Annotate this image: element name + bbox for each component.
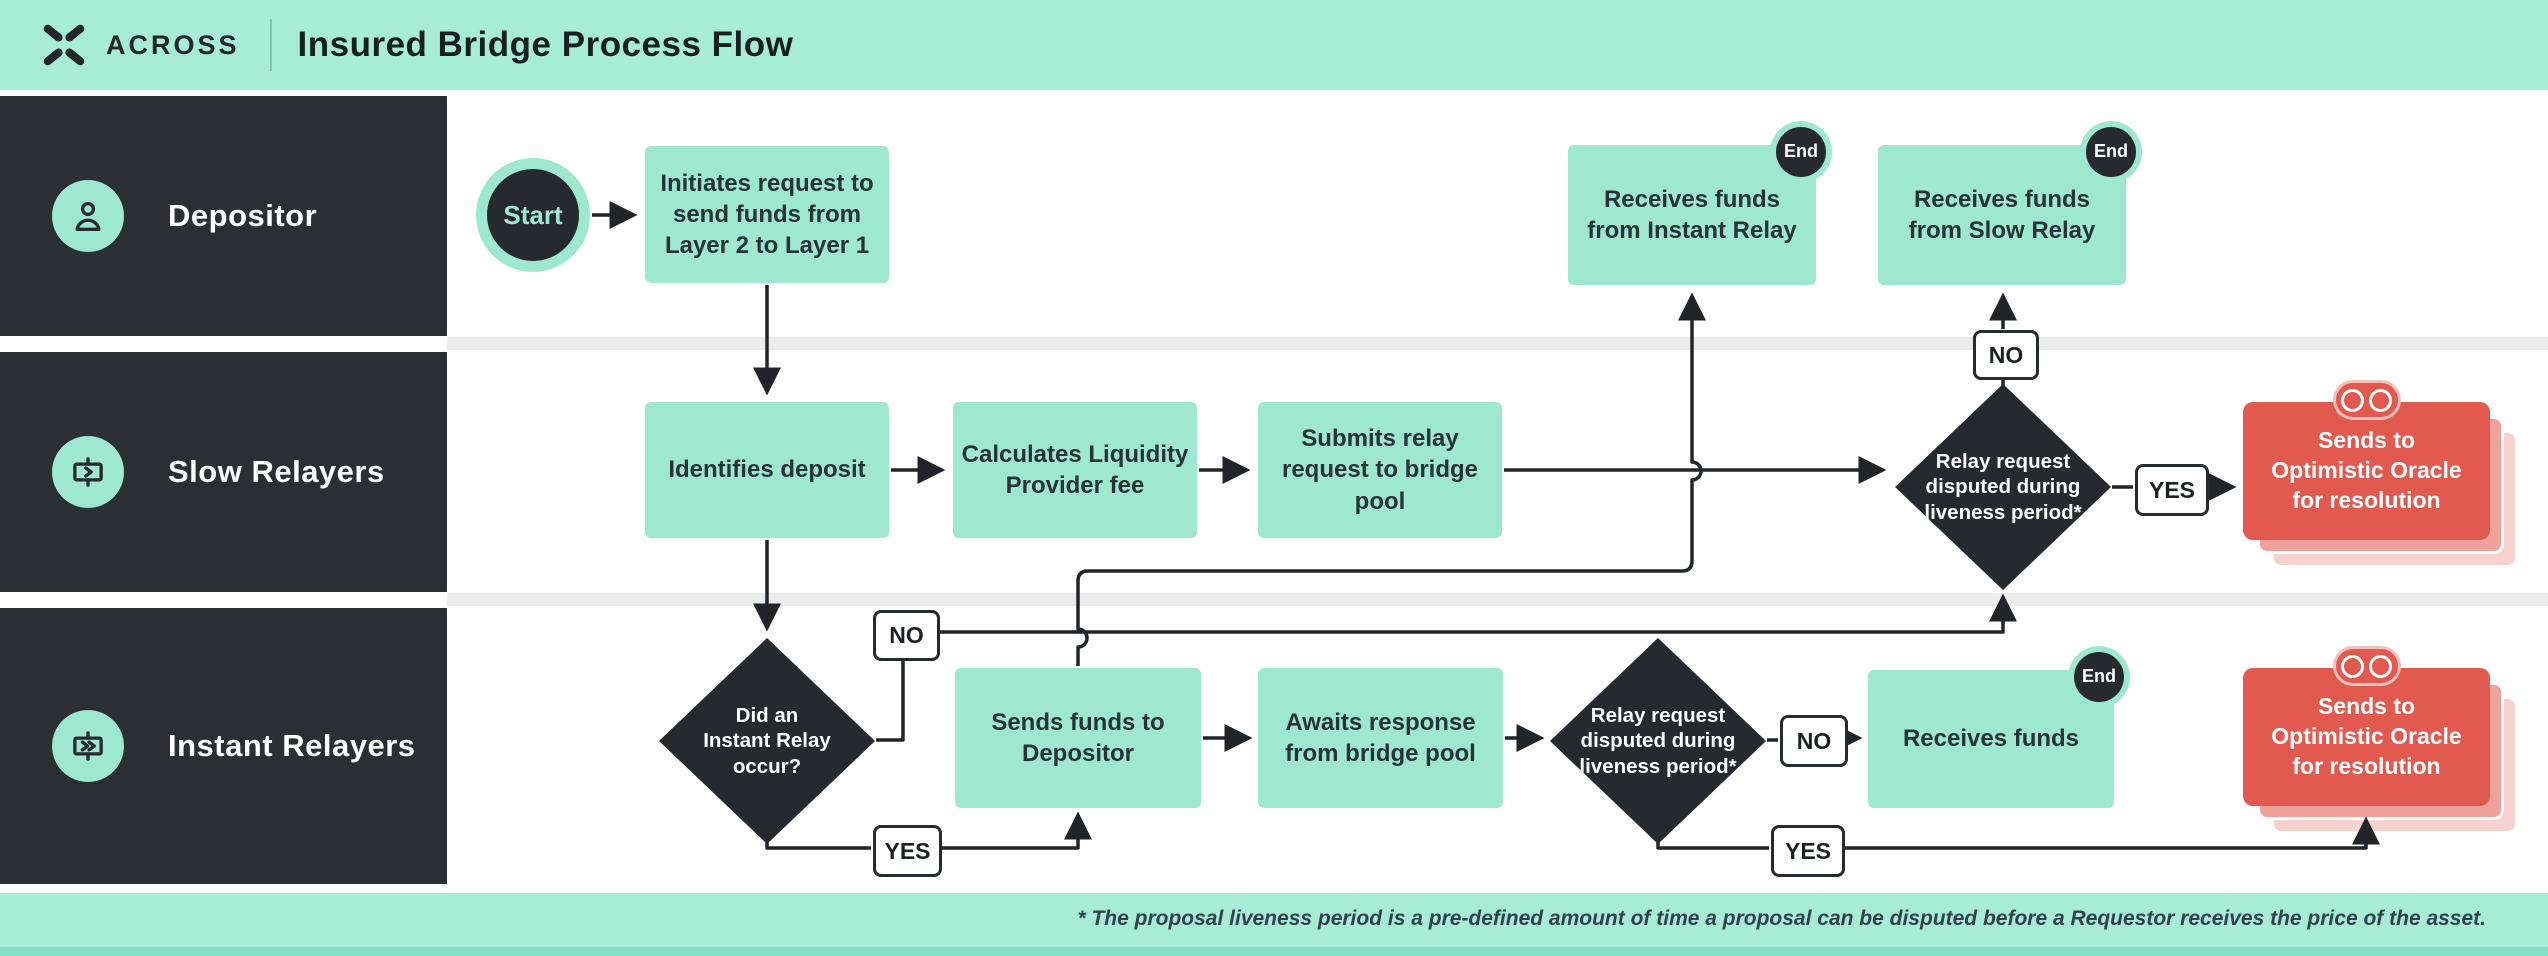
node-identifies-deposit: Identifies deposit [645, 402, 889, 538]
node-initiates-request: Initiates request to send funds from Lay… [645, 146, 889, 283]
node-calculates-fee: Calculates Liquidity Provider fee [953, 402, 1197, 538]
chip-yes-instant-dispute: YES [1771, 825, 1845, 877]
optimistic-oracle-icon [2332, 380, 2401, 420]
node-awaits-response: Awaits response from bridge pool [1258, 668, 1503, 808]
instant-relay-icon [52, 710, 124, 782]
lane-instant-relayers: Instant Relayers [0, 608, 447, 884]
decision-instant-relay-occur: Did an Instant Relay occur? [659, 638, 875, 844]
decision-instant-relay-disputed: Relay request disputed during liveness p… [1550, 638, 1766, 844]
node-label: Receives funds [1902, 725, 2080, 753]
person-icon [52, 180, 124, 252]
lane-slow-relayers: Slow Relayers [0, 352, 447, 592]
optimistic-oracle-icon [2332, 646, 2401, 686]
node-optimistic-oracle-instant: Sends to Optimistic Oracle for resolutio… [2243, 646, 2518, 834]
chip-no-instant-dispute: NO [1780, 715, 1848, 767]
footer-bar [0, 893, 2548, 956]
end-badge: End [1770, 121, 1832, 183]
chip-yes-instant-occur: YES [873, 825, 942, 877]
end-badge: End [2080, 121, 2142, 183]
chip-yes-slow-dispute: YES [2135, 464, 2209, 516]
decision-slow-relay-disputed: Relay request disputed during liveness p… [1895, 384, 2111, 590]
start-label: Start [487, 169, 579, 261]
chip-no-instant-occur: NO [873, 610, 940, 661]
node-label: Receives funds from Instant Relay [1587, 185, 1797, 244]
lane-separator [447, 593, 2548, 606]
start-node: Start [476, 158, 590, 272]
lane-separator [447, 337, 2548, 350]
node-submits-relay-request: Submits relay request to bridge pool [1258, 402, 1502, 538]
node-receives-funds-instant-relay: Receives funds from Instant Relay End [1568, 121, 1832, 285]
node-sends-funds-to-depositor: Sends funds to Depositor [955, 668, 1201, 808]
footer-accent-strip [0, 947, 2548, 956]
page-title: Insured Bridge Process Flow [297, 25, 794, 64]
oracle-card: Sends to Optimistic Oracle for resolutio… [2243, 668, 2490, 806]
node-receives-funds: Receives funds End [1868, 646, 2130, 808]
lane-label-instant-relayers: Instant Relayers [168, 728, 416, 763]
lane-depositor: Depositor [0, 96, 447, 336]
chip-no-slow-dispute: NO [1973, 330, 2039, 380]
node-optimistic-oracle-slow: Sends to Optimistic Oracle for resolutio… [2243, 380, 2518, 568]
header: ACROSS Insured Bridge Process Flow [0, 0, 2548, 90]
across-logo: ACROSS [38, 19, 240, 71]
header-divider [269, 19, 272, 71]
node-receives-funds-slow-relay: Receives funds from Slow Relay End [1878, 121, 2142, 285]
brand-name: ACROSS [106, 29, 240, 60]
lane-label-slow-relayers: Slow Relayers [168, 454, 385, 489]
liveness-period-footnote: * The proposal liveness period is a pre-… [1077, 907, 2486, 930]
slow-relay-icon [52, 436, 124, 508]
lane-label-depositor: Depositor [168, 198, 318, 233]
across-x-icon [43, 24, 85, 66]
oracle-card: Sends to Optimistic Oracle for resolutio… [2243, 402, 2490, 540]
node-label: Receives funds from Slow Relay [1908, 185, 2096, 244]
end-badge: End [2068, 646, 2130, 708]
